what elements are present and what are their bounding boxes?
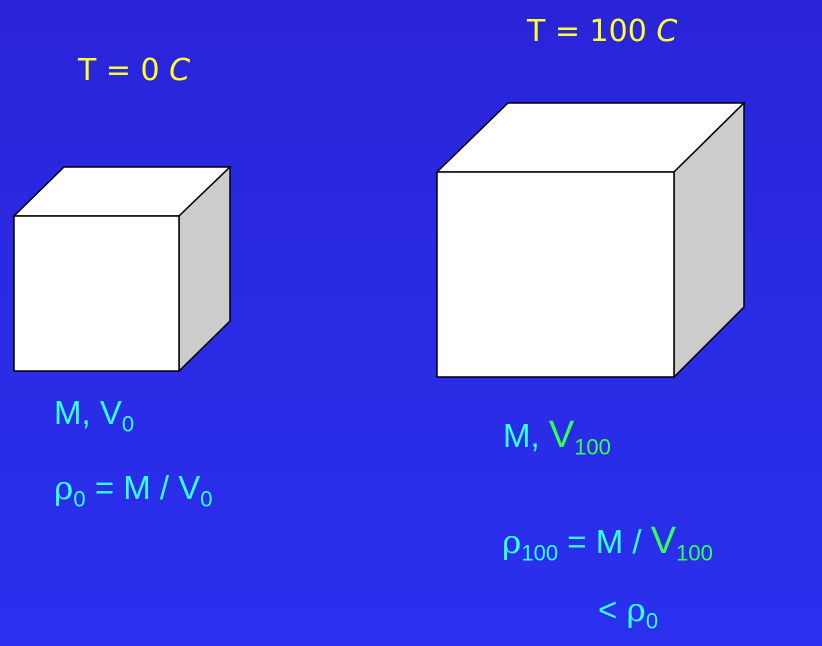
- mass-volume-hot: M, V100: [503, 414, 611, 460]
- mass-volume-cold: M, V0: [54, 394, 134, 435]
- rho-symbol: ρ: [54, 468, 74, 507]
- volume-symbol: V: [178, 469, 201, 506]
- rho-symbol: ρ: [626, 590, 646, 629]
- volume-subscript: 100: [676, 540, 713, 566]
- rho-symbol: ρ: [502, 522, 522, 561]
- temperature-unit: C: [656, 14, 678, 49]
- rho-subscript: 100: [521, 540, 559, 566]
- density-equation-cold: ρ0 = M / V0: [54, 468, 213, 510]
- mass-label: M,: [503, 417, 549, 454]
- cube-large: [435, 102, 746, 379]
- cube-small-front-face: [13, 215, 180, 372]
- volume-symbol: V: [650, 520, 677, 562]
- rho-subscript: 0: [73, 486, 86, 512]
- cube-small: [12, 166, 232, 373]
- equation-middle: = M /: [85, 469, 179, 506]
- equation-middle: = M /: [558, 523, 651, 560]
- temperature-label-hot: T = 100 C: [527, 14, 677, 49]
- temperature-value: T = 100: [527, 14, 647, 49]
- volume-symbol: V: [548, 414, 575, 456]
- temperature-unit: C: [169, 53, 191, 88]
- comparison-operator: <: [598, 591, 627, 628]
- mass-label: M,: [54, 394, 100, 431]
- volume-symbol: V: [99, 394, 122, 431]
- volume-subscript: 100: [574, 434, 611, 460]
- volume-subscript: 0: [121, 411, 135, 437]
- density-equation-hot: ρ100 = M / V100: [502, 520, 713, 566]
- rho-subscript: 0: [645, 608, 659, 634]
- density-comparison: < ρ0: [598, 590, 658, 632]
- temperature-label-cold: T = 0 C: [78, 53, 190, 88]
- temperature-value: T = 0: [78, 53, 160, 88]
- cube-large-front-face: [436, 171, 675, 378]
- volume-subscript: 0: [200, 486, 213, 512]
